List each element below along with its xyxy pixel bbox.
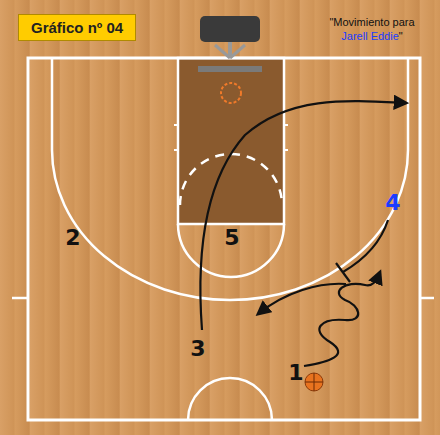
note-text: " (399, 30, 403, 42)
note-text: "Movimiento para (329, 16, 414, 28)
player-number: 2 (65, 225, 80, 250)
player-name: Jarell Eddie (341, 30, 398, 42)
player-number: 3 (190, 336, 205, 361)
title-box: Gráfico nº 04 (18, 14, 136, 41)
player-number: 1 (288, 360, 303, 385)
player-number: 5 (224, 225, 239, 250)
player-number: 4 (385, 190, 400, 215)
